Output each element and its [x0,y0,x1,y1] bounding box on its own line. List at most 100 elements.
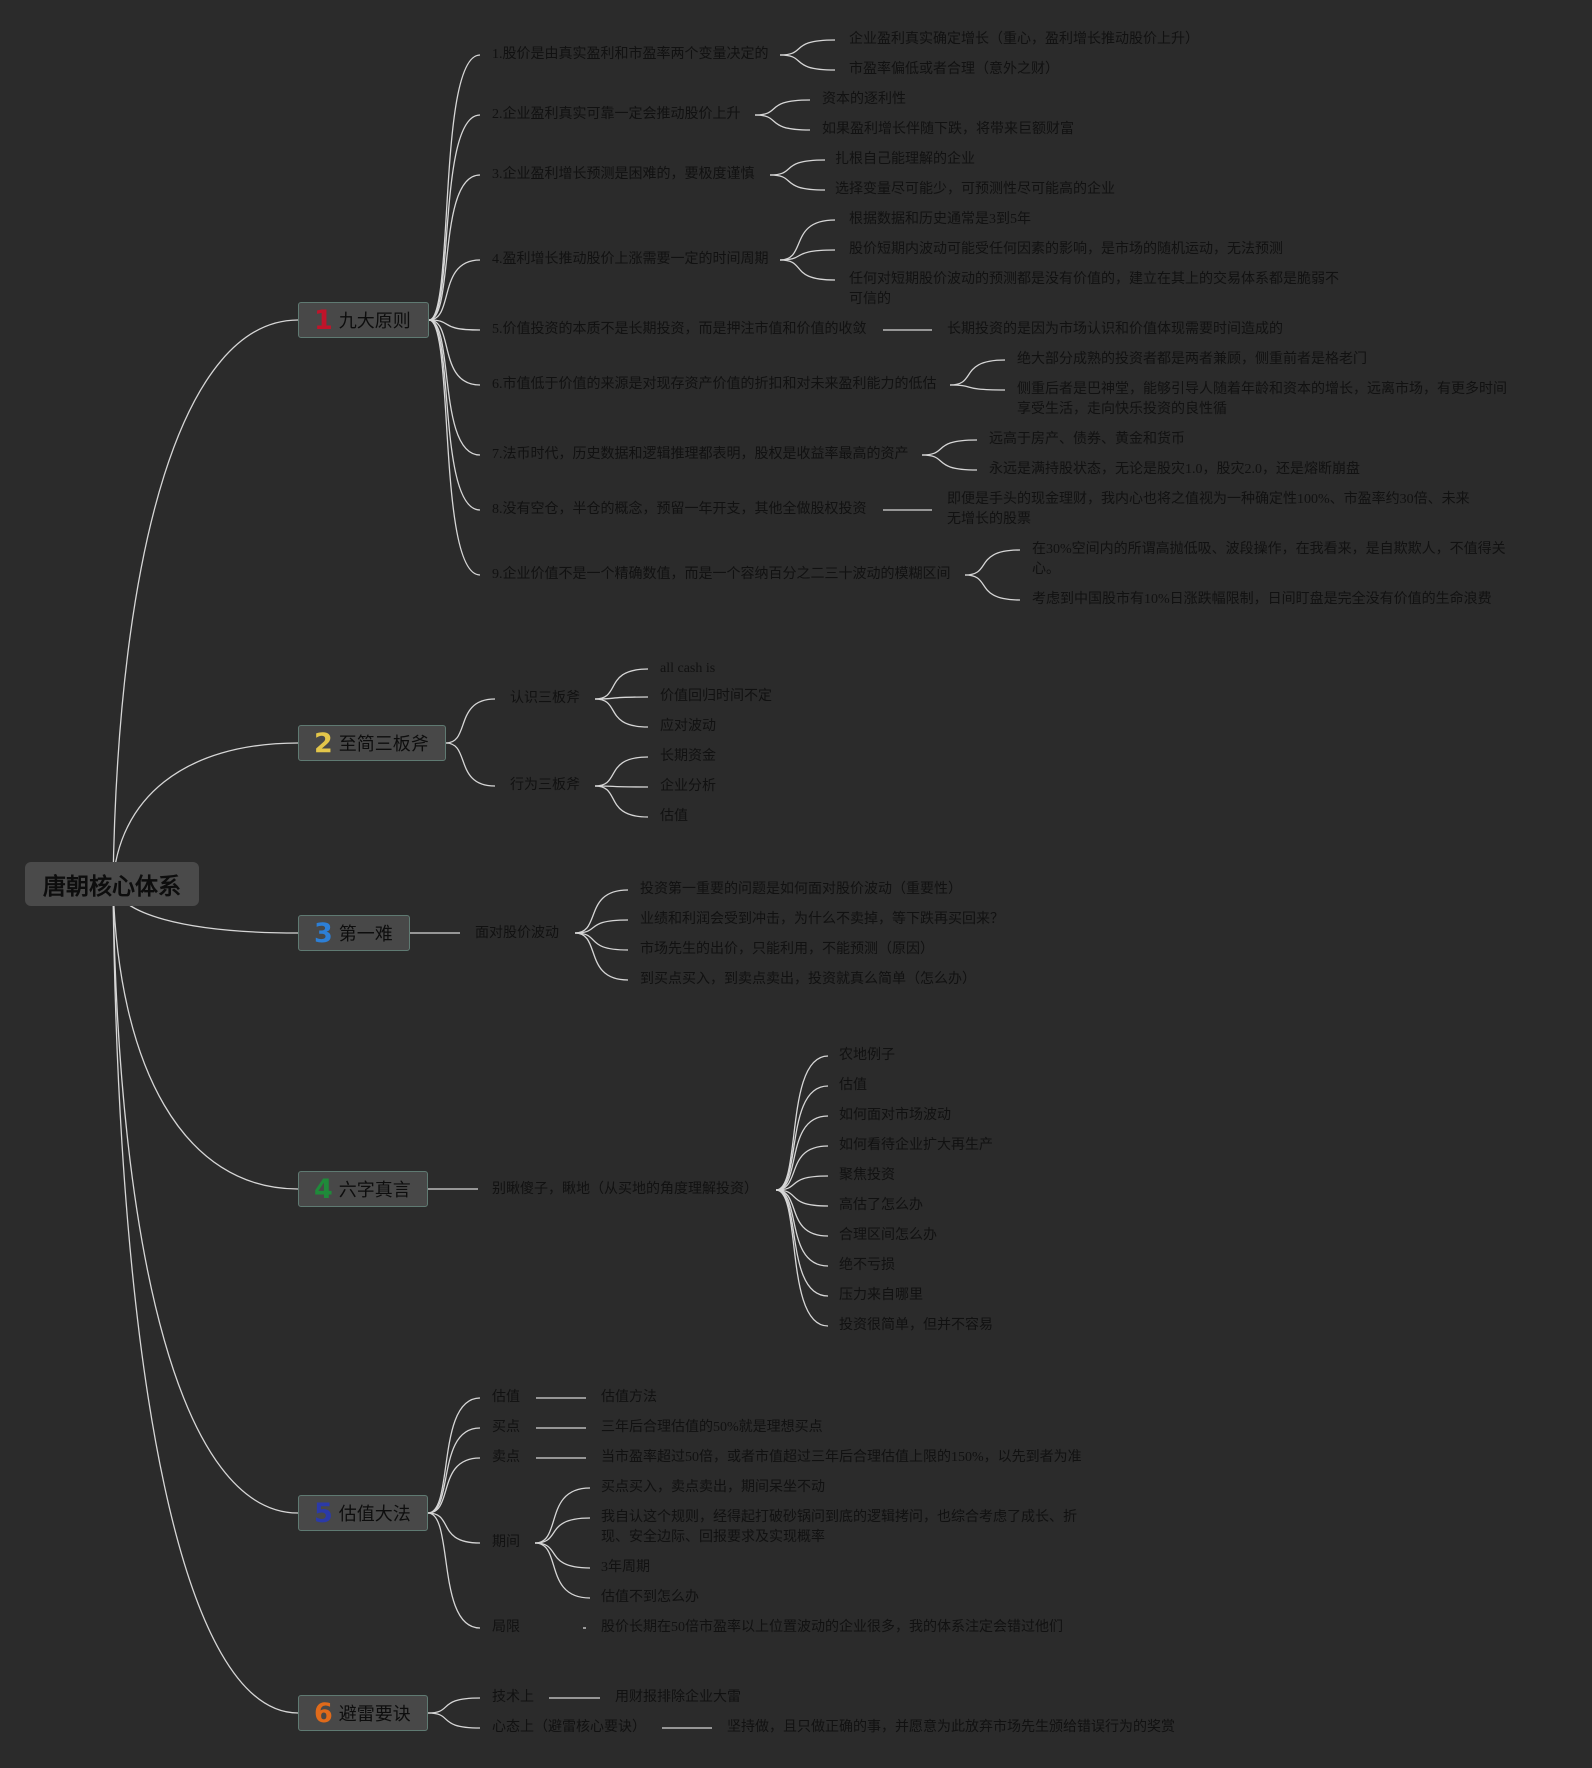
b2-c2[interactable]: 行为三板斧 [510,778,580,793]
b5-c2-g1[interactable]: 三年后合理估值的50%就是理想买点 [601,1420,823,1435]
b1-c6-link-2 [949,384,1006,391]
b1-c9-link-1 [964,549,1021,576]
b4-c1-link-6 [775,1189,829,1207]
branch-3-node[interactable]: 3 第一难 [298,915,410,951]
root-link-4 [112,883,299,1190]
b1-c1-g1[interactable]: 企业盈利真实确定增长（重心，盈利增长推动股价上升） [849,32,1199,47]
b2-c1-g1[interactable]: all cash is [660,661,716,676]
branch-1-node[interactable]: 1 九大原则 [298,302,429,338]
b5-c1-g1[interactable]: 估值方法 [601,1390,657,1405]
b4-c1[interactable]: 别瞅傻子，瞅地（从买地的角度理解投资） [492,1182,758,1197]
b1-c9-link-2 [964,574,1021,601]
b3-c1-g1[interactable]: 投资第一重要的问题是如何面对股价波动（重要性） [640,882,962,897]
b6-c2[interactable]: 心态上（避雷核心要诀） [492,1720,646,1735]
b4-c1-g4[interactable]: 如何看待企业扩大再生产 [839,1138,993,1153]
b1-c2-g2[interactable]: 如果盈利增长伴随下跌，将带来巨额财富 [822,122,1074,137]
b1-c7[interactable]: 7.法币时代，历史数据和逻辑推理都表明，股权是收益率最高的资产 [492,447,909,462]
b2-c2-g2[interactable]: 企业分析 [660,779,716,794]
b4-c1-g1[interactable]: 农地例子 [839,1048,895,1063]
branch-1-label: 九大原则 [338,311,411,332]
b2-link-1 [445,698,496,744]
b5-c3[interactable]: 卖点 [492,1450,520,1465]
b2-c1-g3[interactable]: 应对波动 [660,719,716,734]
b5-link-1 [427,1397,481,1514]
b1-c7-g2[interactable]: 永远是满持股状态，无论是股灾1.0，股灾2.0，还是熔断崩盘 [989,462,1360,477]
b5-c5-g1[interactable]: 股价长期在50倍市盈率以上位置波动的企业很多，我的体系注定会错过他们 [601,1620,1063,1635]
b1-c1-g2[interactable]: 市盈率偏低或者合理（意外之财） [849,62,1059,77]
b6-c1[interactable]: 技术上 [492,1690,534,1705]
b1-c8[interactable]: 8.没有空仓，半仓的概念，预留一年开支，其他全做股权投资 [492,502,867,517]
b2-c1[interactable]: 认识三板斧 [510,691,580,706]
b1-c9-g1[interactable]: 在30%空间内的所谓高抛低吸、波段操作，在我看来，是自欺欺人，不值得关心。 [1032,542,1506,577]
b4-c1-link-10 [775,1189,829,1327]
b2-c2-g1[interactable]: 长期资金 [660,749,716,764]
b3-c1-link-2 [574,919,629,934]
b1-c3[interactable]: 3.企业盈利增长预测是困难的，要极度谨慎 [492,167,755,182]
b1-c9-g2[interactable]: 考虑到中国股市有10%日涨跌幅限制，日间盯盘是完全没有价值的生命浪费 [1032,592,1492,607]
b4-c1-g3[interactable]: 如何面对市场波动 [839,1108,951,1123]
branch-3-label: 第一难 [338,924,393,945]
branch-5-node[interactable]: 5 估值大法 [298,1495,428,1531]
b5-c4-link-1 [534,1487,591,1544]
b2-c1-g2[interactable]: 价值回归时间不定 [660,689,772,704]
b5-c3-g1[interactable]: 当市盈率超过50倍，或者市值超过三年后合理估值上限的150%，以先到者为准 [601,1450,1082,1465]
b5-c4-link-2 [534,1517,591,1544]
b3-c1-g3[interactable]: 市场先生的出价，只能利用，不能预测（原因） [640,942,934,957]
b5-c1[interactable]: 估值 [492,1390,520,1405]
b3-c1-g2[interactable]: 业绩和利润会受到冲击，为什么不卖掉，等下跌再买回来？ [640,912,1004,927]
b1-c4-g2[interactable]: 股价短期内波动可能受任何因素的影响，是市场的随机运动，无法预测 [849,242,1283,257]
root-node[interactable]: 唐朝核心体系 [25,862,199,906]
b3-c1-g4[interactable]: 到买点买入，到卖点卖出，投资就真么简单（怎么办） [640,972,976,987]
b1-c7-g1[interactable]: 远高于房产、债券、黄金和货币 [989,432,1185,447]
b1-c4[interactable]: 4.盈利增长推动股价上涨需要一定的时间周期 [492,252,769,267]
b1-c5[interactable]: 5.价值投资的本质不是长期投资，而是押注市值和价值的收敛 [492,322,867,337]
b2-link-2 [445,742,496,787]
branch-1-number: 1 [314,304,333,336]
b1-c8-g1[interactable]: 即便是手头的现金理财，我内心也将之值视为一种确定性100%、市盈率约30倍、未来… [947,492,1470,527]
b1-c1-link-2 [779,54,836,71]
b5-c4-g4[interactable]: 估值不到怎么办 [601,1590,699,1605]
b1-c5-g1[interactable]: 长期投资的是因为市场认识和价值体现需要时间造成的 [947,322,1283,337]
branch-4-node[interactable]: 4 六字真言 [298,1171,428,1207]
b6-c1-g1[interactable]: 用财报排除企业大雷 [615,1690,741,1705]
b1-c4-g1[interactable]: 根据数据和历史通常是3到5年 [849,212,1031,227]
b1-c4-g3[interactable]: 任何对短期股价波动的预测都是没有价值的，建立在其上的交易体系都是脆弱不可信的 [849,272,1339,307]
b6-c2-g1[interactable]: 坚持做，且只做正确的事，并愿意为此放弃市场先生颁给错误行为的奖赏 [727,1720,1175,1735]
b1-c2-link-2 [754,114,811,131]
b4-c1-g5[interactable]: 聚焦投资 [839,1168,895,1183]
b4-c1-g6[interactable]: 高估了怎么办 [839,1198,923,1213]
b5-c4-g3[interactable]: 3年周期 [601,1560,650,1575]
b3-c1-link-4 [574,932,629,981]
b2-c2-g3[interactable]: 估值 [660,809,688,824]
b4-c1-g7[interactable]: 合理区间怎么办 [839,1228,937,1243]
b5-c2[interactable]: 买点 [492,1420,520,1435]
b5-c4[interactable]: 期间 [492,1535,520,1550]
b4-c1-g2[interactable]: 估值 [839,1078,867,1093]
b1-c6[interactable]: 6.市值低于价值的来源是对现存资产价值的折扣和对未来盈利能力的低估 [492,377,937,392]
root-link-2 [112,742,299,885]
b5-c4-g2[interactable]: 我自认这个规则，经得起打破砂锅问到底的逻辑拷问，也综合考虑了成长、折现、安全边际… [601,1510,1077,1545]
branch-6-node[interactable]: 6 避雷要诀 [298,1695,428,1731]
b1-c6-g1[interactable]: 绝大部分成熟的投资者都是两者兼顾，侧重前者是格老门 [1017,352,1367,367]
b1-c1[interactable]: 1.股价是由真实盈利和市盈率两个变量决定的 [492,47,769,62]
b5-c4-g1[interactable]: 买点买入，卖点卖出，期间呆坐不动 [601,1480,825,1495]
b1-c2-g1[interactable]: 资本的逐利性 [822,92,906,107]
b4-c1-g8[interactable]: 绝不亏损 [839,1258,895,1273]
b1-link-9 [428,319,481,576]
b1-c1-link-1 [779,39,836,56]
branch-2-node[interactable]: 2 至简三板斧 [298,725,446,761]
root-link-6 [112,883,299,1714]
branch-6-label: 避雷要诀 [338,1704,411,1725]
b4-c1-g9[interactable]: 压力来自哪里 [839,1288,923,1303]
b4-c1-g10[interactable]: 投资很简单，但并不容易 [839,1318,993,1333]
b1-c3-g1[interactable]: 扎根自己能理解的企业 [835,152,975,167]
b5-c4-link-4 [534,1542,591,1599]
b1-c6-link-1 [949,359,1006,386]
b5-c5[interactable]: 局限 [492,1620,520,1635]
b1-c9[interactable]: 9.企业价值不是一个精确数值，而是一个容纳百分之二三十波动的模糊区间 [492,567,951,582]
b4-c1-link-1 [775,1055,829,1191]
b1-c6-g2[interactable]: 侧重后者是巴神堂，能够引导人随着年龄和资本的增长，远离市场，有更多时间享受生活，… [1017,382,1507,417]
b3-c1[interactable]: 面对股价波动 [475,926,559,941]
b1-c3-g2[interactable]: 选择变量尽可能少，可预测性尽可能高的企业 [835,182,1115,197]
b1-c2[interactable]: 2.企业盈利真实可靠一定会推动股价上升 [492,107,741,122]
